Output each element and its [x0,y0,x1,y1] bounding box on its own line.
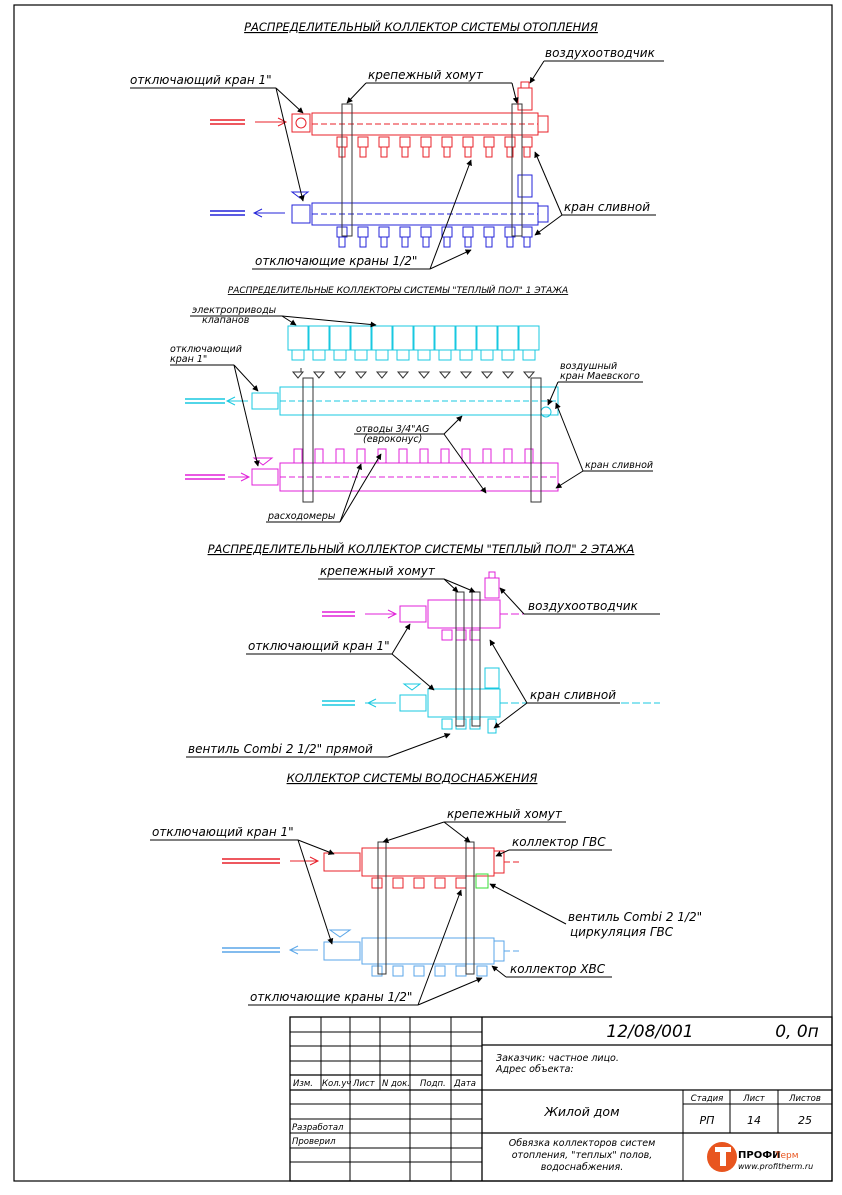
logo-brand: ПРОФИ [738,1150,781,1161]
heating-title: РАСПРЕДЕЛИТЕЛЬНЫЙ КОЛЛЕКТОР СИСТЕМЫ ОТОП… [244,19,598,34]
stage-value: РП [700,1114,715,1127]
document-revision: 0, 0п [775,1022,819,1042]
title-block-text: Изм. Кол.уч Лист N док. Подп. Дата Разра… [292,1022,821,1173]
floor2-drain-label: кран сливной [530,688,616,702]
customer-text: Заказчик: частное лицо. [496,1053,619,1064]
title-block [289,1016,833,1182]
heating-air-vent-label: воздухоотводчик [545,46,656,60]
drawing-name-2: отопления, "теплых" полов, [512,1150,653,1161]
floor2-brackets [455,591,481,727]
sheets-header: Листов [788,1094,821,1104]
floor1-air-label-2: кран Маевского [560,371,640,382]
heating-shutoff-half-label: отключающие краны 1/2" [255,254,417,268]
sheet-frame [13,4,833,1182]
water-title: КОЛЛЕКТОР СИСТЕМЫ ВОДОСНАБЖЕНИЯ [287,771,538,785]
floor1-air-label-1: воздушный [560,361,617,372]
logo-url: www.profitherm.ru [738,1162,813,1171]
floor2-bracket-label: крепежный хомут [320,564,436,578]
floor1-section: РАСПРЕДЕЛИТЕЛЬНЫЕ КОЛЛЕКТОРЫ СИСТЕМЫ "ТЕ… [170,284,653,523]
object-name: Жилой дом [543,1104,619,1119]
floor1-brackets [302,377,542,503]
floor1-title: РАСПРЕДЕЛИТЕЛЬНЫЕ КОЛЛЕКТОРЫ СИСТЕМЫ "ТЕ… [228,284,568,296]
header-kol: Кол.уч [322,1079,351,1089]
heating-section: РАСПРЕДЕЛИТЕЛЬНЫЙ КОЛЛЕКТОР СИСТЕМЫ ОТОП… [130,19,664,270]
sheet-value: 14 [747,1114,761,1127]
logo-suffix: Терм [774,1151,799,1161]
drawing-name-1: Обвязка коллекторов систем [509,1138,656,1149]
header-list: Лист [352,1079,376,1089]
heating-return-outlets [336,226,533,248]
sheets-value: 25 [798,1114,812,1127]
address-text: Адрес объекта: [495,1064,574,1075]
floor1-flowmeters [293,448,534,464]
heating-shutoff-label: отключающий кран 1" [130,73,272,87]
water-shutoff-half-label: отключающие краны 1/2" [250,990,412,1004]
floor2-section: РАСПРЕДЕЛИТЕЛЬНЫЙ КОЛЛЕКТОР СИСТЕМЫ "ТЕП… [186,541,660,758]
floor2-shutoff-label: отключающий кран 1" [248,639,390,653]
heating-supply-outlets [336,136,533,158]
stage-header: Стадия [691,1094,724,1104]
floor1-actuators-label-2: клапанов [202,315,250,326]
header-sign: Подп. [420,1079,446,1089]
water-section: КОЛЛЕКТОР СИСТЕМЫ ВОДОСНАБЖЕНИЯ [150,771,702,1006]
header-doc: N док. [382,1079,410,1089]
floor1-drain-label: кран сливной [585,460,653,471]
hot-collector-label: коллектор ГВС [512,835,606,849]
floor1-outlets-label-2: (евроконус) [363,434,422,445]
water-brackets [377,841,475,975]
document-code: 12/08/001 [606,1022,693,1042]
floor2-air-vent-label: воздухоотводчик [528,599,639,613]
header-izm: Изм. [293,1079,313,1089]
floor1-flowmeters-label: расходомеры [267,511,336,522]
water-bracket-label: крепежный хомут [447,807,563,821]
floor1-shutoff-label-1: отключающий [170,344,242,355]
floor1-actuators [287,325,540,361]
header-date: Дата [453,1079,476,1089]
profitherm-logo: ПРОФИ Терм www.profitherm.ru [707,1142,813,1172]
water-shutoff-label: отключающий кран 1" [152,825,294,839]
floor1-outlets-label-1: отводы 3/4"AG [356,424,429,435]
sheet-header: Лист [742,1094,766,1104]
floor2-title: РАСПРЕДЕЛИТЕЛЬНЫЙ КОЛЛЕКТОР СИСТЕМЫ "ТЕП… [208,541,635,556]
water-combi-label-2: циркуляция ГВС [570,925,674,939]
developed-label: Разработал [292,1123,344,1133]
water-combi-label-1: вентиль Combi 2 1/2" [568,910,702,924]
heating-drain-label: кран сливной [564,200,650,214]
cold-collector-label: коллектор ХВС [510,962,606,976]
checked-label: Проверил [292,1137,336,1147]
heating-bracket-label: крепежный хомут [368,68,484,82]
heating-brackets [341,103,523,237]
drawing-name-3: водоснабжения. [541,1162,623,1173]
floor2-combi-label: вентиль Combi 2 1/2" прямой [188,742,373,756]
combi-valve-icon [475,873,489,889]
floor1-down-arrows [291,368,536,379]
floor1-actuators-label-1: электроприводы [192,305,277,316]
floor1-shutoff-label-2: кран 1" [170,354,207,365]
